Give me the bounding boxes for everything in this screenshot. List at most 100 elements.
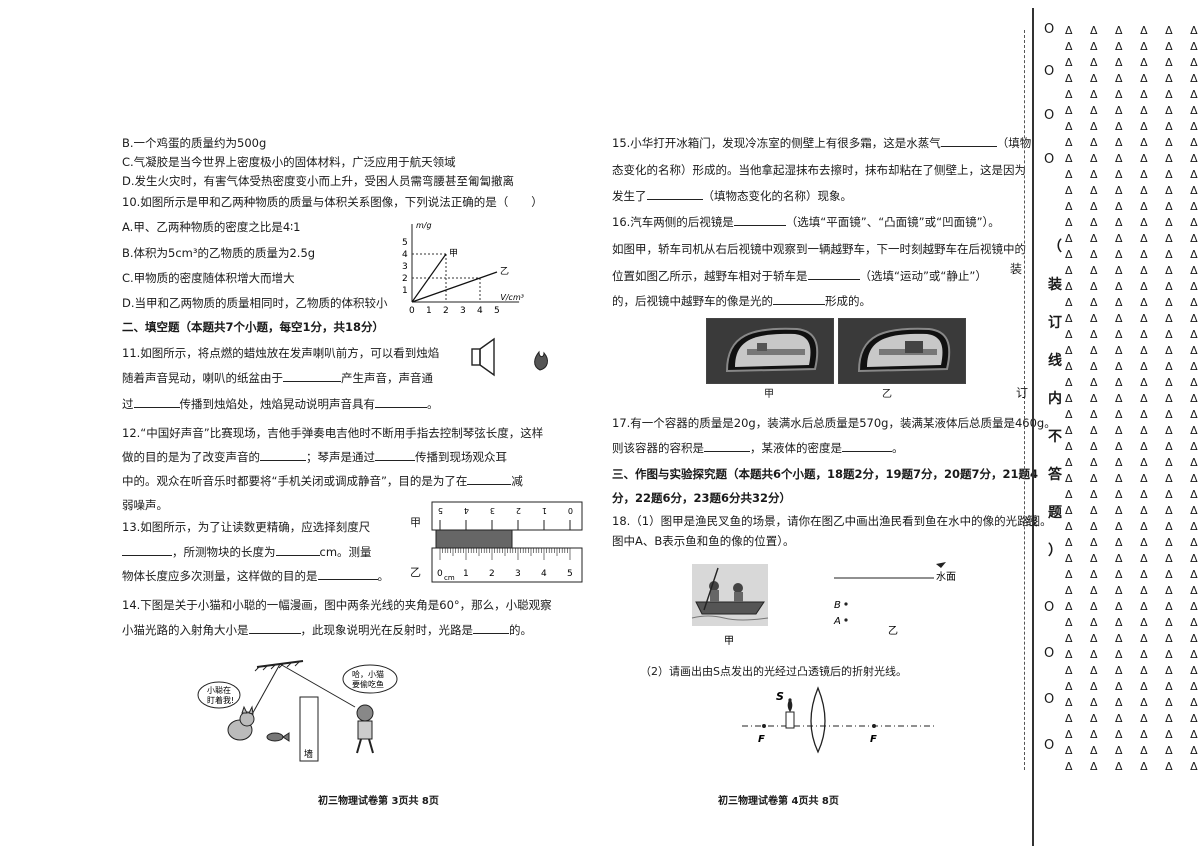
right-page-footer: 初三物理试卷第 4页共 8页 xyxy=(718,796,839,807)
binding-triangle-row: Δ Δ Δ Δ Δ Δ xyxy=(1065,712,1200,725)
q11-text-b: 产生声音，声音通 xyxy=(341,371,433,385)
q13-blank-1[interactable] xyxy=(122,543,172,556)
q17-blank-2[interactable] xyxy=(842,439,892,452)
q12-line4: 弱噪声。 xyxy=(122,498,168,512)
binding-triangle-row: Δ Δ Δ Δ Δ Δ xyxy=(1065,584,1200,597)
ruler-jia-body xyxy=(431,501,583,531)
binding-triangle-row: Δ Δ Δ Δ Δ Δ xyxy=(1065,760,1200,773)
binding-triangle-row: Δ Δ Δ Δ Δ Δ xyxy=(1065,408,1200,421)
binding-triangle-row: Δ Δ Δ Δ Δ Δ xyxy=(1065,376,1200,389)
binding-warning-char: 订 xyxy=(1048,315,1062,331)
q17-blank-1[interactable] xyxy=(704,439,750,452)
binding-circle: O xyxy=(1044,152,1055,167)
q12-text-c: 传播到现场观众耳 xyxy=(415,450,507,464)
binding-triangle-row: Δ Δ Δ Δ Δ Δ xyxy=(1065,488,1200,501)
series-line xyxy=(411,271,498,303)
q17-text-c: 。 xyxy=(892,441,904,455)
focus-right xyxy=(872,724,876,728)
q15-blank-1[interactable] xyxy=(940,134,997,147)
binding-circle: O xyxy=(1044,108,1055,123)
q13-blank-2[interactable] xyxy=(275,543,320,556)
q15-line2: 态变化的名称）形成的。当他拿起湿抹布去擦时，抹布却粘在了侧壁上，这是因为 xyxy=(612,163,1026,177)
ruler-jia-tick-label: 1 xyxy=(542,506,547,515)
q14-line1: 14.下图是关于小猫和小聪的一幅漫画，图中两条光线的夹角是60°，那么，小聪观察 xyxy=(122,598,552,612)
point-s-label: S xyxy=(776,690,784,703)
binding-warning-char: ） xyxy=(1048,543,1062,559)
q12-line2: 做的目的是为了改变声音的；琴声是通过传播到现场观众耳 xyxy=(122,448,507,466)
q11-text-d: 传播到烛焰处，烛焰晃动说明声音具有 xyxy=(179,397,376,411)
binding-fold-line xyxy=(1024,30,1025,770)
fig18-label-jia: 甲 xyxy=(724,636,734,647)
boy-icon xyxy=(356,704,374,754)
q10-option-d: D.当甲和乙两物质的质量相同时，乙物质的体积较小 xyxy=(122,296,388,310)
q17-line1: 17.有一个容器的质量是20g，装满水后总质量是570g，装满某液体后总质量是4… xyxy=(612,416,1056,430)
q12-blank-3[interactable] xyxy=(467,472,512,485)
binding-triangle-row: Δ Δ Δ Δ Δ Δ xyxy=(1065,616,1200,629)
binding-triangle-row: Δ Δ Δ Δ Δ Δ xyxy=(1065,360,1200,373)
ruler-yi-tick-label: 5 xyxy=(567,569,573,579)
q17-text-b: ，某液体的密度是 xyxy=(750,441,842,455)
binding-warning-char: 不 xyxy=(1048,429,1062,445)
binding-triangle-row: Δ Δ Δ Δ Δ Δ xyxy=(1065,696,1200,709)
binding-circle: O xyxy=(1044,22,1055,37)
q12-text-b: ；琴声是通过 xyxy=(306,450,375,464)
y-tick-label: 5 xyxy=(402,238,408,248)
series-label: 甲 xyxy=(449,248,458,259)
q16-text-b: （选填“平面镜”、“凸面镜”或“凹面镜”）。 xyxy=(785,215,1000,229)
q11-blank-1[interactable] xyxy=(283,369,341,382)
side-mirror-icon xyxy=(707,319,833,383)
binding-triangle-row: Δ Δ Δ Δ Δ Δ xyxy=(1065,664,1200,677)
q11-blank-3[interactable] xyxy=(375,395,427,408)
x-tick-label: 5 xyxy=(494,306,500,316)
y-axis-label: m/g xyxy=(416,221,432,230)
q16-line4: 的，后视镜中越野车的像是光的形成的。 xyxy=(612,292,871,310)
binding-triangle-row: Δ Δ Δ Δ Δ Δ xyxy=(1065,152,1200,165)
binding-triangle-row: Δ Δ Δ Δ Δ Δ xyxy=(1065,424,1200,437)
measured-block xyxy=(435,529,513,549)
q16-blank-3[interactable] xyxy=(773,292,825,305)
binding-triangle-row: Δ Δ Δ Δ Δ Δ xyxy=(1065,136,1200,149)
binding-triangle-row: Δ Δ Δ Δ Δ Δ xyxy=(1065,536,1200,549)
y-tick-label: 1 xyxy=(402,286,408,296)
binding-triangle-row: Δ Δ Δ Δ Δ Δ xyxy=(1065,440,1200,453)
binding-warning-char: 线 xyxy=(1048,353,1062,369)
binding-warning-char: 答 xyxy=(1048,467,1062,483)
binding-warning-char: （ xyxy=(1048,239,1062,255)
q11-text-c: 过 xyxy=(122,397,134,411)
binding-triangle-row: Δ Δ Δ Δ Δ Δ xyxy=(1065,472,1200,485)
q14-text-c: 的。 xyxy=(509,623,532,637)
q12-blank-1[interactable] xyxy=(260,448,306,461)
binding-triangle-row: Δ Δ Δ Δ Δ Δ xyxy=(1065,72,1200,85)
binding-side-char: 线 xyxy=(1026,514,1039,528)
q16-blank-2[interactable] xyxy=(807,267,860,280)
ruler-yi-tick-label: 0 xyxy=(437,569,443,579)
q14-blank-1[interactable] xyxy=(248,621,301,634)
binding-triangle-row: Δ Δ Δ Δ Δ Δ xyxy=(1065,680,1200,693)
q15-text-b: （填物 xyxy=(996,136,1032,150)
cat-boy-cartoon: 小聪在 盯着我! 哈，小猫 要偷吃鱼 墙 xyxy=(197,660,398,762)
q10-option-a: A.甲、乙两种物质的密度之比是4∶1 xyxy=(122,220,301,234)
q17-line2: 则该容器的容积是，某液体的密度是。 xyxy=(612,439,904,457)
binding-triangle-row: Δ Δ Δ Δ Δ Δ xyxy=(1065,200,1200,213)
binding-triangle-row: Δ Δ Δ Δ Δ Δ xyxy=(1065,184,1200,197)
q13-line1: 13.如图所示，为了让读数更精确，应选择刻度尺 xyxy=(122,520,371,534)
wall-label: 墙 xyxy=(304,748,313,760)
ruler-jia-tick-label: 3 xyxy=(490,506,495,515)
water-label: 水面 xyxy=(936,571,956,583)
q13-blank-3[interactable] xyxy=(317,567,378,580)
binding-triangle-row: Δ Δ Δ Δ Δ Δ xyxy=(1065,392,1200,405)
light-ray-2 xyxy=(279,663,356,708)
fisherman-boat-illustration xyxy=(691,564,769,626)
convex-lens-figure: S F F xyxy=(742,686,936,754)
convex-lens xyxy=(810,686,826,754)
q11-blank-2[interactable] xyxy=(133,395,180,408)
boy-bubble-text-1: 哈，小猫 xyxy=(352,669,384,679)
q18-part2: （2）请画出由S点发出的光经过凸透镜后的折射光线。 xyxy=(640,665,907,678)
eye-icon xyxy=(936,562,946,568)
q12-blank-2[interactable] xyxy=(375,448,415,461)
q15-blank-2[interactable] xyxy=(646,187,703,200)
ruler-unit-label: cm xyxy=(444,574,455,582)
q16-blank-1[interactable] xyxy=(733,213,786,226)
q14-blank-2[interactable] xyxy=(473,621,509,634)
